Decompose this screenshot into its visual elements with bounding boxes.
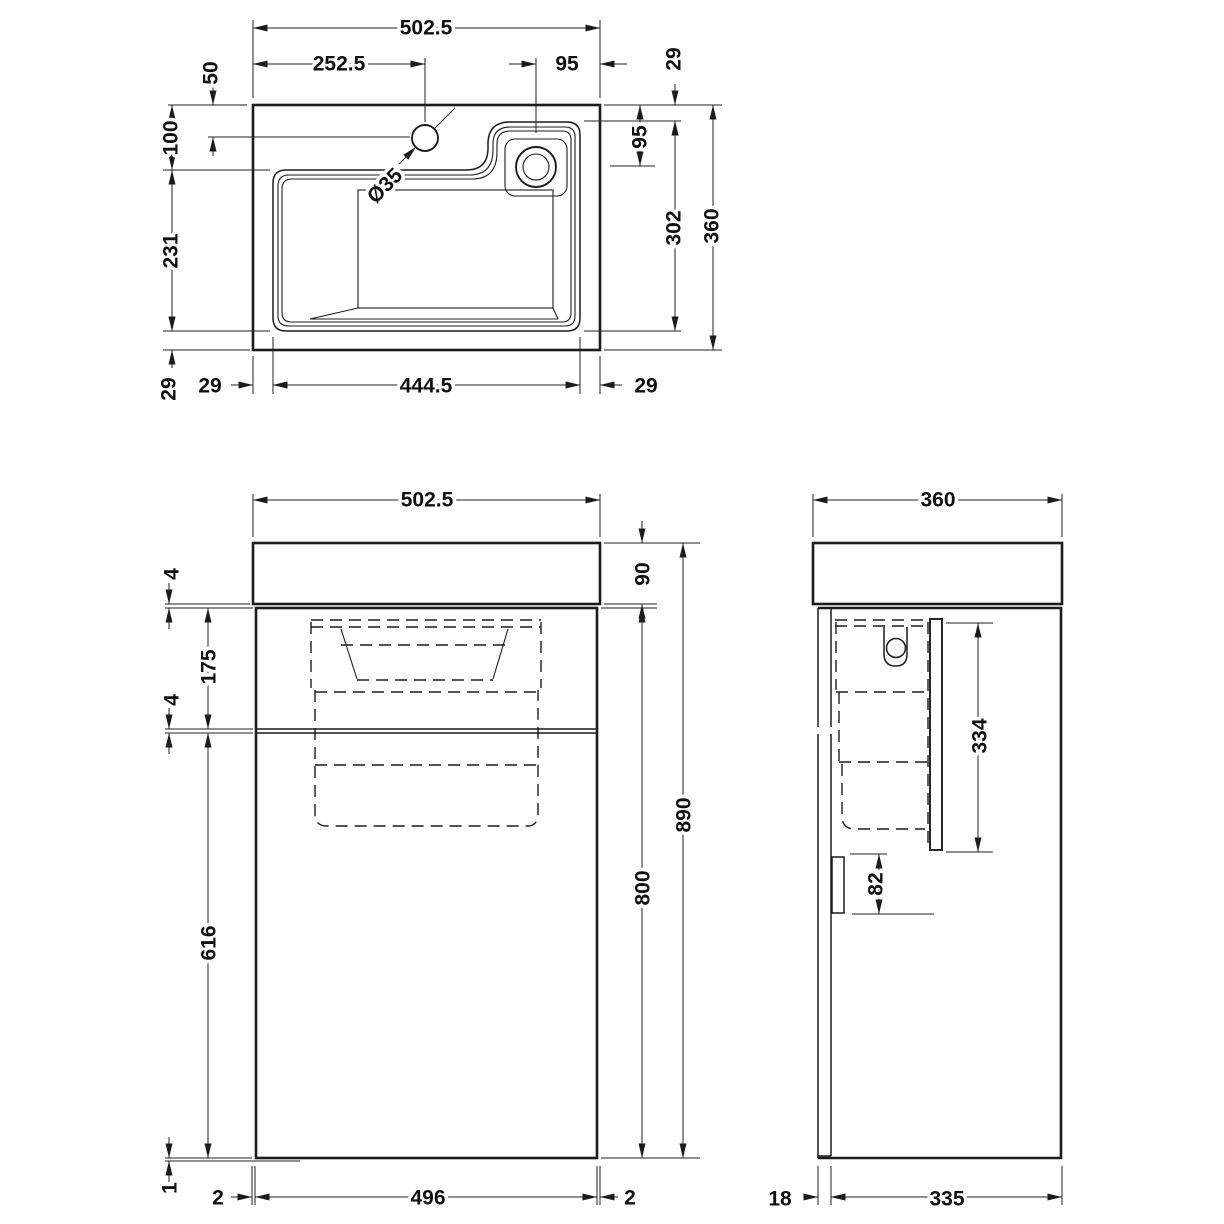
dim-plan-overall-width: 502.5 — [400, 17, 453, 40]
cabinet-side-outline — [818, 606, 1063, 1160]
dim-front-cabinet-width: 496 — [410, 1187, 445, 1210]
hidden-basin-side — [835, 619, 929, 847]
waste-hole-inner — [522, 153, 550, 181]
basin-bowl-inner — [281, 130, 572, 323]
bowl-floor-bevels — [309, 307, 559, 320]
front-view: 502.5 4 175 4 616 1 90 800 890 2 496 2 — [155, 485, 700, 1213]
basin-bowl-outer — [272, 121, 581, 332]
tap-hole — [411, 124, 439, 152]
tap-hole-side — [885, 637, 907, 659]
dim-front-right-overhang: 2 — [624, 1187, 636, 1210]
dim-side-back-panel: 18 — [768, 1188, 792, 1211]
side-view: 360 334 82 18 335 — [765, 485, 1064, 1214]
basin-bowl-mid — [277, 126, 576, 327]
plan-extension-lines — [163, 20, 722, 394]
dim-side-overall-depth: 360 — [920, 489, 955, 512]
dim-plan-bowl-offset-back: 100 — [160, 120, 183, 155]
tap-hole-pocket — [883, 627, 908, 667]
dim-front-worktop-height: 90 — [632, 562, 655, 585]
dim-plan-overall-depth: 360 — [701, 208, 724, 243]
dim-plan-right-margin: 29 — [634, 375, 657, 398]
worktop-front — [251, 541, 602, 606]
dim-front-left-overhang: 2 — [212, 1187, 224, 1210]
dim-plan-tap-offset-y: 50 — [200, 61, 223, 84]
dim-plan-waste-offset-y: 95 — [629, 125, 652, 149]
dim-front-panel-gap: 4 — [161, 694, 184, 706]
dim-plan-bowl-length: 302 — [663, 210, 686, 245]
plan-view: 502.5 252.5 95 29 95 302 360 50 100 231 … — [154, 13, 727, 404]
dim-front-overall-width: 502.5 — [401, 489, 454, 512]
dim-plan-bowl-width: 444.5 — [400, 375, 453, 398]
dim-side-cabinet-depth: 335 — [929, 1188, 964, 1211]
dim-plan-waste-offset-x: 95 — [555, 53, 579, 76]
basin-back-panel — [929, 618, 943, 851]
waste-hole-outer — [515, 146, 557, 188]
back-panel — [817, 608, 832, 1158]
dim-side-waste-drop: 82 — [865, 872, 888, 895]
dim-front-cabinet-height: 800 — [632, 870, 655, 905]
front-extension-lines — [165, 494, 700, 1205]
bowl-profile-slants — [340, 628, 509, 680]
basin-outline — [251, 103, 602, 352]
dim-plan-front-rim: 29 — [158, 377, 181, 400]
dim-front-drawer-height: 175 — [198, 649, 221, 684]
tap-leader-arrow-icon — [398, 146, 417, 165]
cabinet-divider — [256, 728, 597, 734]
waste-recess — [504, 138, 568, 197]
worktop-side — [811, 541, 1064, 606]
dim-plan-back-rim: 29 — [663, 47, 686, 70]
dim-front-door-height: 616 — [198, 925, 221, 960]
dim-plan-tap-offset-x: 252.5 — [313, 53, 366, 76]
cabinet-front — [254, 606, 599, 1160]
dim-side-basin-body-height: 334 — [969, 718, 992, 753]
dim-front-overall-height: 890 — [673, 797, 696, 832]
dim-front-base-gap: 1 — [159, 1182, 182, 1194]
dim-plan-bowl-inner-depth: 231 — [160, 233, 183, 268]
hidden-basin-outline — [310, 619, 542, 827]
side-extension-lines — [812, 494, 1063, 1205]
wall-bracket — [831, 856, 845, 914]
dim-plan-left-margin: 29 — [198, 375, 221, 398]
dim-front-worktop-gap: 4 — [161, 568, 184, 580]
tap-leader-line — [433, 107, 456, 130]
bowl-floor — [357, 189, 554, 309]
